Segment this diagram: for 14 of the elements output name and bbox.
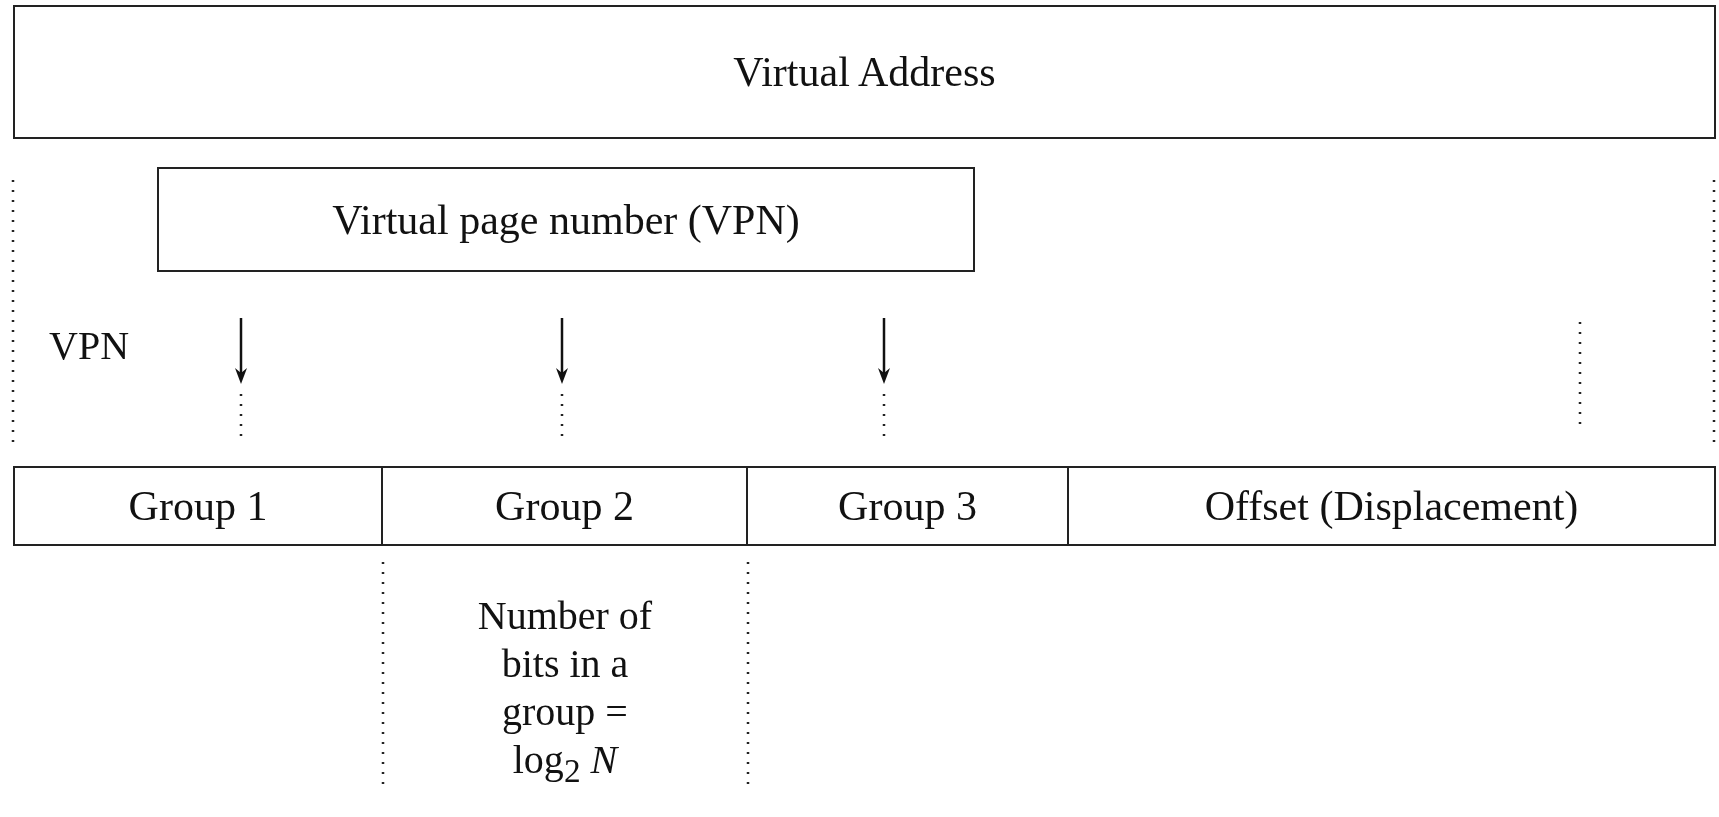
address-box bbox=[157, 167, 975, 272]
note-text: Number of bits in a group = log$_{2}$ N bbox=[477, 592, 653, 791]
field-box bbox=[383, 466, 748, 546]
field-label: VPN bbox=[49, 322, 130, 369]
field-box bbox=[748, 466, 1069, 546]
box-label: Group 2 bbox=[495, 482, 634, 530]
box-label: Group 1 bbox=[128, 482, 268, 530]
box-label: Virtual page number (VPN) bbox=[332, 195, 800, 244]
field-box bbox=[1069, 466, 1716, 546]
box-label: Group 3 bbox=[838, 482, 977, 530]
box-label: Virtual Address bbox=[733, 48, 996, 96]
address-box bbox=[13, 5, 1716, 139]
box-label: Offset (Displacement) bbox=[1204, 482, 1579, 530]
field-box bbox=[13, 466, 383, 546]
